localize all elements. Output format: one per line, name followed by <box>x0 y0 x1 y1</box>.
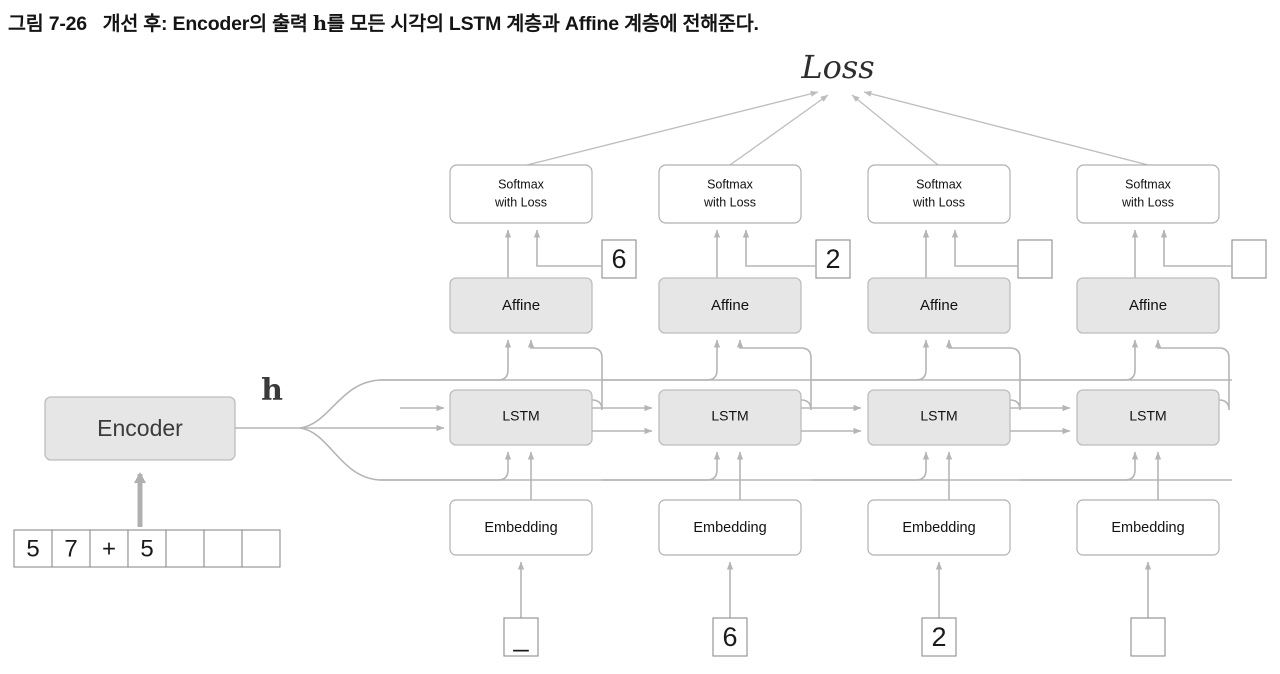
input-cell-text-1: 7 <box>64 535 77 562</box>
h-to-affine-arrow-1 <box>602 339 721 381</box>
softmax-label-3-line1: Softmax <box>1125 177 1172 191</box>
lstm-to-affine-arrow-2 <box>945 339 1021 411</box>
timestep-column-2: Softmax with Loss Affine LSTM Embedding … <box>811 164 1053 657</box>
embedding-box-1 <box>658 499 802 556</box>
token-box-2 <box>921 617 957 657</box>
encoder-input-sequence: 5 7 + 5 <box>13 529 281 568</box>
caption-text-after-h: 를 모든 시각의 LSTM 계층과 Affine 계층에 전해준다. <box>326 13 759 35</box>
affine-label-3: Affine <box>1129 297 1167 314</box>
timestep-column-1: Softmax with Loss 2 Affine LSTM Embeddin… <box>602 164 851 657</box>
teacher-label-1: 2 <box>825 244 840 274</box>
token-box-3 <box>1130 617 1166 657</box>
embedding-box-0 <box>449 499 593 556</box>
caption-text-before-h: 개선 후: Encoder의 출력 <box>102 13 313 35</box>
softmax-box-2 <box>867 164 1011 224</box>
h-branch-upper-wire <box>299 379 1232 429</box>
loss-arrow-2 <box>851 94 939 166</box>
affine-label-2: Affine <box>920 297 958 314</box>
h-to-affine-arrow-2 <box>811 339 930 381</box>
h-branch-lower-wire <box>299 427 1232 481</box>
softmax-box-0 <box>449 164 593 224</box>
input-cell-text-2: + <box>102 535 116 562</box>
lstm-label-3: LSTM <box>1129 408 1166 424</box>
teacher-wire-2 <box>951 229 1018 267</box>
h-to-lstm-arrow-0 <box>380 451 512 481</box>
input-cell-5 <box>203 529 243 568</box>
lstm-to-affine-arrow-3 <box>1154 339 1230 411</box>
h-to-lstm-arrow-3 <box>1020 451 1139 481</box>
teacher-wire-1 <box>742 229 816 267</box>
affine-box-2 <box>867 277 1011 334</box>
teacher-wire-0 <box>533 229 602 267</box>
lstm-box-0 <box>449 389 593 446</box>
softmax-label-1-line1: Softmax <box>707 177 754 191</box>
h-to-lstm-arrow-2 <box>811 451 930 481</box>
token-box-1 <box>712 617 748 657</box>
lstm-label-2: LSTM <box>920 408 957 424</box>
softmax-box-1 <box>658 164 802 224</box>
loss-arrow-1 <box>729 94 829 166</box>
loss-arrow-3 <box>863 90 1149 166</box>
softmax-label-1-line2: with Loss <box>703 195 756 209</box>
softmax-label-0-line2: with Loss <box>494 195 547 209</box>
embedding-label-3: Embedding <box>1111 520 1184 536</box>
loss-label: Loss <box>800 48 874 86</box>
softmax-label-0-line1: Softmax <box>498 177 545 191</box>
softmax-label-2-line1: Softmax <box>916 177 963 191</box>
loss-arrow-0 <box>526 90 819 166</box>
input-cell-2 <box>89 529 129 568</box>
lstm-to-affine-arrow-1 <box>736 339 812 411</box>
embedding-label-2: Embedding <box>902 520 975 536</box>
figure-number: 그림 7-26 <box>8 13 87 35</box>
embedding-box-2 <box>867 499 1011 556</box>
h-to-affine-arrow-0 <box>380 339 512 381</box>
timestep-column-0: Softmax with Loss 6 Affine LSTM Embed <box>380 164 637 657</box>
embedding-label-1: Embedding <box>693 520 766 536</box>
affine-label-0: Affine <box>502 297 540 314</box>
lstm-box-1 <box>658 389 802 446</box>
affine-box-1 <box>658 277 802 334</box>
lstm-to-affine-arrow-0 <box>527 339 603 411</box>
h-to-lstm-arrow-1 <box>602 451 721 481</box>
affine-label-1: Affine <box>711 297 749 314</box>
input-cell-text-3: 5 <box>140 535 153 562</box>
lstm-label-0: LSTM <box>502 408 539 424</box>
affine-box-0 <box>449 277 593 334</box>
softmax-label-2-line2: with Loss <box>912 195 965 209</box>
affine-box-3 <box>1076 277 1220 334</box>
teacher-label-0: 6 <box>611 244 626 274</box>
encoder-label: Encoder <box>97 415 183 441</box>
softmax-label-3-line2: with Loss <box>1121 195 1174 209</box>
embedding-label-0: Embedding <box>484 520 557 536</box>
hidden-state-label: h <box>261 373 283 408</box>
input-cell-6 <box>241 529 281 568</box>
teacher-box-2 <box>1017 239 1053 279</box>
softmax-box-3 <box>1076 164 1220 224</box>
lstm-label-1: LSTM <box>711 408 748 424</box>
lstm-box-2 <box>867 389 1011 446</box>
input-cell-text-0: 5 <box>26 535 39 562</box>
teacher-box-1 <box>815 239 851 279</box>
figure-caption: 그림 7-26 개선 후: Encoder의 출력 h를 모든 시각의 LSTM… <box>8 7 759 36</box>
input-cell-4 <box>165 529 205 568</box>
token-box-0 <box>503 617 539 657</box>
caption-bold-symbol: h <box>312 12 327 35</box>
token-label-2: 2 <box>931 622 946 652</box>
h-to-affine-arrow-3 <box>1020 339 1139 381</box>
timestep-column-3: Softmax with Loss Affine LSTM Embedding <box>1020 164 1267 657</box>
teacher-box-0 <box>601 239 637 279</box>
embedding-box-3 <box>1076 499 1220 556</box>
lstm-box-3 <box>1076 389 1220 446</box>
input-cell-1 <box>51 529 91 568</box>
encoder-block: Encoder <box>44 396 236 461</box>
teacher-wire-3 <box>1160 229 1232 267</box>
token-label-0: _ <box>512 622 529 652</box>
teacher-box-3 <box>1231 239 1267 279</box>
token-label-1: 6 <box>722 622 737 652</box>
